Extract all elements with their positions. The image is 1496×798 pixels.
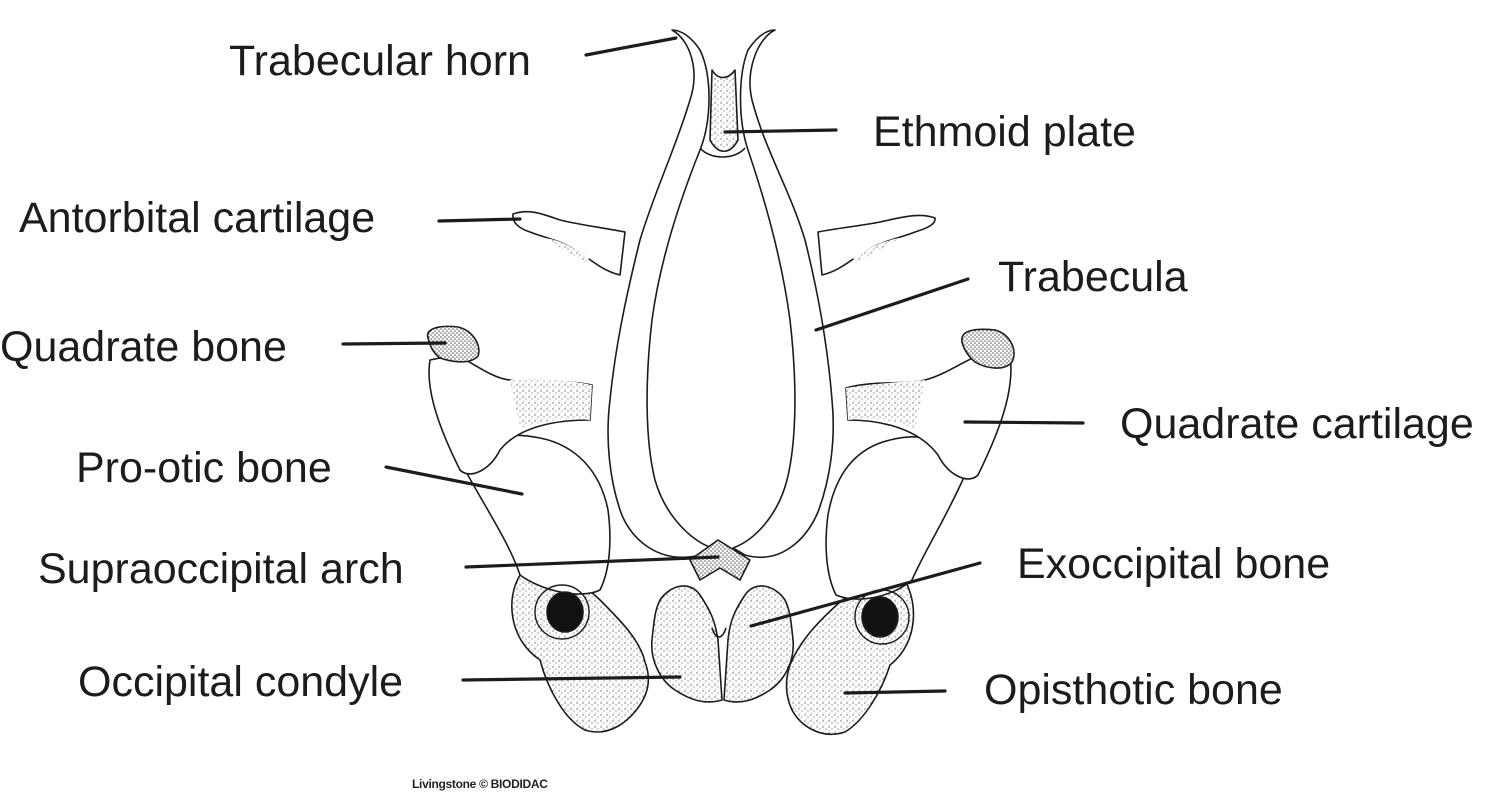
label-quadrate-bone: Quadrate bone: [0, 323, 287, 371]
credit-text: Livingstone © BIODIDAC: [412, 777, 548, 791]
left-prootic-mass: [464, 434, 611, 595]
left-antorbital: [512, 210, 626, 276]
label-quadrate-cartilage: Quadrate cartilage: [1120, 400, 1474, 448]
left-exoccipital: [650, 585, 723, 703]
label-exoccipital-bone: Exoccipital bone: [1017, 540, 1331, 588]
right-foramen: [861, 596, 899, 638]
right-exoccipital: [723, 585, 795, 703]
right-quadrate-bone: [961, 328, 1015, 369]
left-foramen: [546, 591, 584, 633]
label-opisthotic-bone: Opisthotic bone: [984, 666, 1283, 714]
ethmoid-plate: [709, 69, 739, 153]
label-occipital-condyle: Occipital condyle: [78, 658, 404, 706]
label-trabecular-horn: Trabecular horn: [229, 37, 531, 85]
left-trabecula: [607, 29, 713, 558]
left-quadrate-bone: [426, 325, 480, 363]
leader-occipital-condyle: [461, 675, 682, 682]
leader-trabecular-horn: [584, 36, 678, 57]
leader-quadrate-cartilage: [963, 420, 1085, 425]
right-prootic-mass: [825, 436, 966, 600]
leader-quadrate-bone: [341, 341, 447, 346]
leader-ethmoid-plate: [723, 128, 838, 134]
leader-supraoccipital: [464, 555, 720, 569]
leader-prootic: [384, 465, 524, 496]
leader-exoccipital: [749, 561, 982, 628]
left-opisthotic-mass: [511, 571, 650, 733]
leader-antorbital: [437, 217, 522, 223]
label-antorbital-cartilage: Antorbital cartilage: [19, 194, 376, 242]
leader-opisthotic: [843, 689, 947, 695]
label-ethmoid-plate: Ethmoid plate: [873, 108, 1136, 156]
label-supraoccipital-arch: Supraoccipital arch: [38, 545, 404, 593]
supraoccipital-arch: [689, 539, 751, 581]
label-trabecula: Trabecula: [998, 253, 1188, 301]
label-pro-otic-bone: Pro-otic bone: [76, 444, 332, 492]
leader-trabecula: [814, 277, 970, 332]
right-trabecula: [732, 29, 835, 558]
